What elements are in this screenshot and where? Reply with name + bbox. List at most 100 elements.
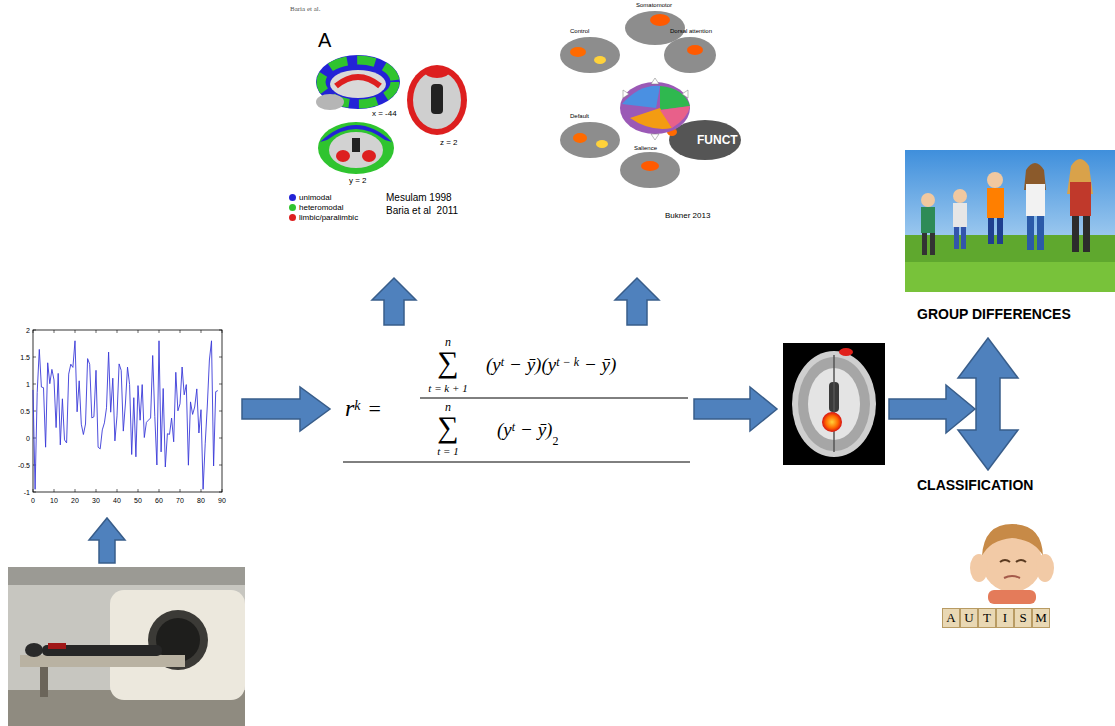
- axis-tick-label: 0: [31, 497, 35, 504]
- tick-mark: [219, 438, 222, 439]
- tick-mark: [33, 330, 36, 331]
- slice-coordinate: y = 2: [349, 177, 367, 185]
- formula-subscript: t: [501, 355, 504, 369]
- tick-mark: [33, 330, 34, 333]
- tick-mark: [219, 465, 222, 466]
- legend-swatch: [289, 194, 296, 201]
- formula-term: − ȳ): [584, 354, 616, 375]
- tick-mark: [180, 489, 181, 492]
- axis-tick-label: 90: [218, 497, 226, 504]
- formula-limit: t = 1: [437, 446, 458, 457]
- children-photo: [905, 150, 1115, 292]
- network-name: Control: [570, 28, 589, 34]
- network-name: Dorsal attention: [670, 28, 712, 34]
- autism-photo: [970, 524, 1054, 604]
- tick-mark: [222, 330, 223, 333]
- brain-slice: [783, 343, 885, 465]
- axis-tick-label: 60: [155, 497, 163, 504]
- block-arrows: [89, 278, 1018, 563]
- axis-tick-label: 50: [134, 497, 142, 504]
- legend-swatch: [289, 214, 296, 221]
- formula-row: rk =: [345, 396, 381, 420]
- axis-tick-label: 2: [26, 327, 30, 334]
- formula-symbol: =: [369, 396, 381, 421]
- formula-row: (yt − ȳ)2: [497, 420, 558, 447]
- axis-tick-label: 1.5: [20, 354, 30, 361]
- underline: [343, 462, 690, 463]
- tick-mark: [75, 330, 76, 333]
- network-name: Somatomotor: [636, 2, 672, 8]
- axis-tick-label: 10: [50, 497, 58, 504]
- network-name: Salience: [634, 145, 657, 151]
- outcome-label: GROUP DIFFERENCES: [917, 307, 1071, 321]
- overlay-text: FUNCT: [697, 134, 738, 146]
- tick-mark: [219, 384, 222, 385]
- formula-sum: ∑: [437, 412, 458, 442]
- letter-block: A: [942, 608, 960, 628]
- mri-scanner-photo: [8, 567, 245, 726]
- axis-tick-label: 0: [26, 435, 30, 442]
- formula-limit: t = k + 1: [428, 383, 467, 394]
- signal-line: [33, 341, 218, 490]
- tick-mark: [159, 489, 160, 492]
- time-series-plot: [33, 330, 222, 492]
- figure-credit: Baria et al.: [290, 6, 321, 13]
- axis-tick-label: 80: [197, 497, 205, 504]
- axis-tick-label: 40: [113, 497, 121, 504]
- formula-term: (y: [497, 419, 512, 440]
- citation: Mesulam 1998: [386, 193, 452, 203]
- tick-mark: [33, 492, 36, 493]
- legend-text: unimodal: [299, 194, 331, 202]
- tick-mark: [219, 357, 222, 358]
- formula-term: − ȳ)(y: [509, 354, 556, 375]
- tick-mark: [222, 489, 223, 492]
- tick-mark: [75, 489, 76, 492]
- tick-mark: [219, 492, 222, 493]
- tick-mark: [219, 411, 222, 412]
- fraction-bar: [420, 398, 688, 399]
- tick-mark: [180, 330, 181, 333]
- citation: Baria et al 2011: [386, 206, 458, 216]
- formula-subscript: t − k: [556, 355, 579, 369]
- tick-mark: [201, 330, 202, 333]
- formula-sum: ∑: [437, 347, 458, 377]
- network-brains: [560, 11, 741, 188]
- tick-mark: [33, 438, 36, 439]
- axis-tick-label: 70: [176, 497, 184, 504]
- slice-coordinate: z = 2: [440, 139, 458, 147]
- tick-mark: [33, 384, 36, 385]
- axis-tick-label: -0.5: [18, 462, 30, 469]
- panel-letter: A: [318, 30, 331, 50]
- formula-subscript: k: [354, 398, 360, 413]
- axis-tick-label: 30: [92, 497, 100, 504]
- slice-coordinate: x = -44: [372, 110, 397, 118]
- tick-mark: [117, 330, 118, 333]
- tick-mark: [138, 489, 139, 492]
- formula-superscript: 2: [552, 434, 558, 448]
- formula-term: − ȳ): [520, 419, 552, 440]
- tick-mark: [96, 489, 97, 492]
- axis-tick-label: 0.5: [20, 408, 30, 415]
- tick-mark: [159, 330, 160, 333]
- tick-mark: [117, 489, 118, 492]
- formula-symbol: r: [345, 395, 354, 421]
- outcome-label: CLASSIFICATION: [917, 478, 1033, 492]
- axis-tick-label: 20: [71, 497, 79, 504]
- tick-mark: [33, 357, 36, 358]
- citation: Bukner 2013: [665, 212, 710, 220]
- axis-tick-label: 1: [26, 381, 30, 388]
- tick-mark: [201, 489, 202, 492]
- brain-maps: [316, 55, 467, 174]
- tick-mark: [33, 489, 34, 492]
- legend-swatch: [289, 204, 296, 211]
- tick-mark: [96, 330, 97, 333]
- tick-mark: [54, 330, 55, 333]
- letter-block: S: [1014, 608, 1032, 628]
- tick-mark: [54, 489, 55, 492]
- legend-text: limbic/paralimbic: [299, 214, 358, 222]
- letter-block: U: [960, 608, 978, 628]
- axis-tick-label: -1: [24, 489, 30, 496]
- letter-block: T: [978, 608, 996, 628]
- formula-term: (y: [486, 354, 501, 375]
- formula-subscript: t: [512, 420, 515, 434]
